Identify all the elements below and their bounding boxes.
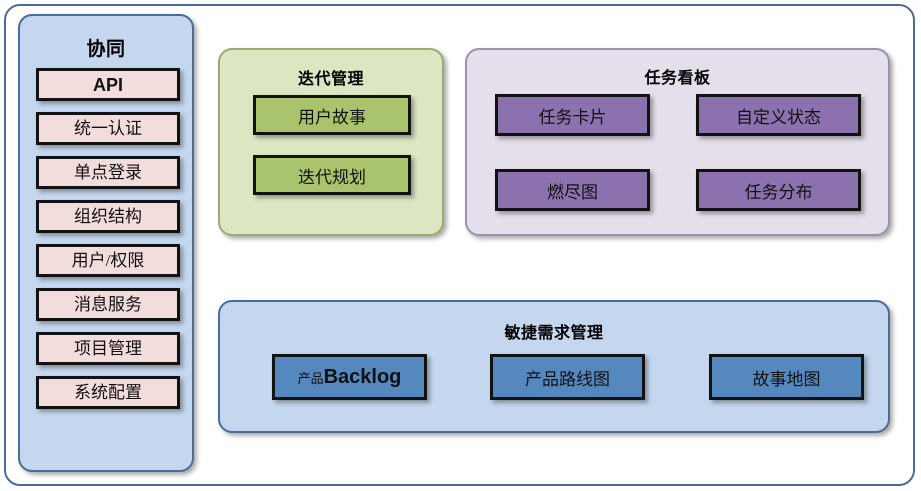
panel-collaboration-title: 协同: [86, 39, 126, 60]
panel-task-board[interactable]: 任务看板 任务卡片 自定义状态 燃尽图 任务分布: [465, 48, 890, 236]
panel-task-board-title: 任务看板: [644, 70, 711, 87]
panel-agile-requirement-management-title: 敏捷需求管理: [504, 325, 604, 342]
sidebar-item-unified-auth[interactable]: 统一认证: [36, 112, 180, 145]
sidebar-item-single-sign-on[interactable]: 单点登录: [36, 156, 180, 189]
taskboard-item-custom-status[interactable]: 自定义状态: [696, 94, 861, 136]
agile-item-story-map[interactable]: 故事地图: [709, 354, 864, 400]
sidebar-item-org-structure[interactable]: 组织结构: [36, 200, 180, 233]
panel-iteration-management[interactable]: 迭代管理 用户故事 迭代规划: [218, 48, 444, 236]
iteration-item-iteration-planning[interactable]: 迭代规划: [253, 155, 411, 195]
iteration-item-user-story[interactable]: 用户故事: [253, 95, 411, 135]
sidebar-item-label: 单点登录: [74, 163, 142, 182]
sidebar-item-label: 系统配置: [74, 383, 142, 402]
sidebar-item-message-service[interactable]: 消息服务: [36, 288, 180, 321]
taskboard-item-task-card[interactable]: 任务卡片: [495, 94, 650, 136]
taskboard-item-label: 燃尽图: [547, 182, 598, 202]
taskboard-item-label: 任务分布: [744, 182, 813, 202]
sidebar-item-label: 项目管理: [74, 339, 142, 358]
sidebar-item-label: API: [92, 74, 123, 95]
sidebar-item-label: 用户/权限: [71, 251, 145, 270]
taskboard-item-label: 任务卡片: [538, 107, 607, 127]
sidebar-item-system-config[interactable]: 系统配置: [36, 376, 180, 409]
taskboard-item-burndown-chart[interactable]: 燃尽图: [495, 169, 650, 211]
agile-item-label: 产品路线图: [525, 369, 610, 389]
sidebar-item-label: 消息服务: [74, 295, 142, 314]
panel-agile-requirement-management[interactable]: 敏捷需求管理 产品Backlog 产品路线图 故事地图: [218, 300, 890, 433]
sidebar-item-project-management[interactable]: 项目管理: [36, 332, 180, 365]
panel-collaboration[interactable]: 协同 API 统一认证 单点登录 组织结构 用户/权限 消息服务 项目管理: [18, 14, 194, 472]
agile-item-label-latin: Backlog: [323, 365, 402, 388]
taskboard-item-task-distribution[interactable]: 任务分布: [696, 169, 861, 211]
sidebar-item-label: 组织结构: [74, 207, 142, 226]
collaboration-item-list: API 统一认证 单点登录 组织结构 用户/权限 消息服务 项目管理 系统配置: [36, 68, 180, 420]
sidebar-item-user-permission[interactable]: 用户/权限: [36, 244, 180, 277]
agile-item-label-cjk: 产品: [297, 370, 324, 386]
sidebar-item-label: 统一认证: [74, 119, 142, 138]
agile-item-label: 故事地图: [752, 369, 821, 389]
iteration-item-label: 迭代规划: [298, 167, 366, 187]
sidebar-item-api[interactable]: API: [36, 68, 180, 101]
taskboard-item-label: 自定义状态: [736, 107, 821, 127]
agile-item-product-backlog[interactable]: 产品Backlog: [272, 354, 427, 400]
panel-iteration-management-title: 迭代管理: [297, 71, 364, 88]
agile-item-label: 产品Backlog: [298, 366, 402, 389]
agile-item-product-roadmap[interactable]: 产品路线图: [490, 354, 645, 400]
iteration-item-label: 用户故事: [298, 107, 366, 127]
